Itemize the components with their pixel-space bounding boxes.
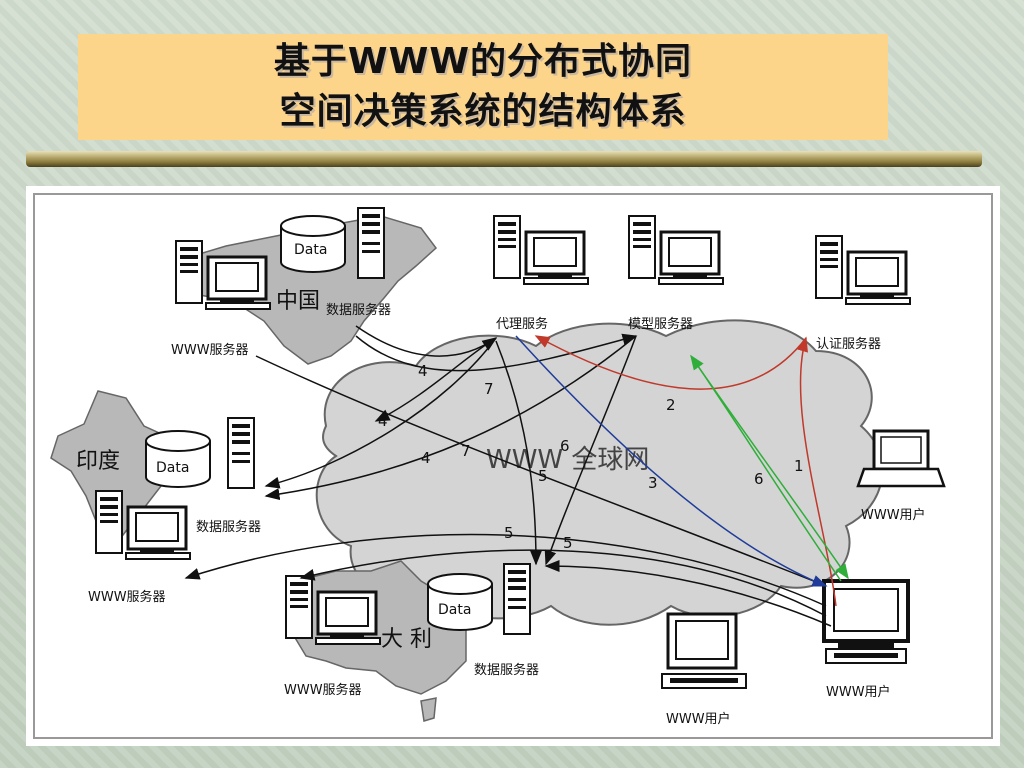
arrow-number: 5 (504, 524, 514, 542)
arrow-number: 4 (418, 362, 428, 380)
arrow-7-upper (355, 333, 638, 372)
label-www-user-laptop: WWW用户 (861, 507, 926, 523)
tasmania-landmass (420, 697, 437, 722)
arrow-number: 6 (560, 437, 570, 455)
arrow-number: 3 (648, 474, 658, 492)
data-server-australia-icon (503, 563, 531, 635)
arrow-user-to-aus-data (544, 560, 832, 627)
region-label-india: 印度 (76, 449, 120, 474)
arrow-7-lower (264, 335, 637, 501)
region-label-china: 中国 (276, 289, 320, 314)
database-label-china: Data (294, 242, 327, 258)
data-server-china-icon (357, 207, 385, 279)
arrow-number: 2 (666, 396, 676, 414)
database-india-icon (145, 430, 211, 488)
laptop-user-icon (856, 429, 946, 488)
arrow-2-auth-to-proxy (534, 335, 807, 390)
region-label-australia: 大 利 (381, 627, 432, 652)
arrow-3-proxy-to-user (515, 335, 828, 587)
arrow-china-to-proxy (355, 325, 498, 357)
bottom-user-terminal-icon (661, 612, 747, 689)
arrow-number: 4 (421, 449, 431, 467)
title-line-2: 空间决策系统的结构体系 (279, 91, 687, 132)
title-box: 基于WWW的分布式协同 空间决策系统的结构体系 (78, 34, 888, 140)
label-www-server-australia: WWW服务器 (284, 682, 362, 698)
arrow-number: 4 (378, 412, 388, 430)
label-www-server-china: WWW服务器 (171, 342, 249, 358)
label-data-server-australia: 数据服务器 (474, 662, 539, 678)
label-proxy-server: 代理服务 (496, 316, 548, 332)
label-data-server-china: 数据服务器 (326, 302, 391, 318)
data-server-india-icon (227, 417, 255, 489)
cloud-label: WWW 全球网 (486, 445, 649, 475)
label-www-user-bottom: WWW用户 (666, 711, 731, 727)
arrow-proxy-to-india-data (374, 337, 497, 422)
architecture-diagram: WWW 全球网 中国 印度 大 利 WWW服务器 Data 数据服务器 代理服务… (33, 193, 993, 739)
main-user-terminal-icon (822, 579, 910, 664)
arrow-number: 5 (563, 534, 573, 552)
arrow-5-proxy-to-aus (495, 340, 542, 566)
arrow-1-user-to-auth (796, 336, 837, 607)
arrow-number: 1 (794, 457, 804, 475)
arrow-6-model-to-user (690, 355, 849, 580)
label-www-server-india: WWW服务器 (88, 589, 166, 605)
database-label-australia: Data (438, 602, 471, 618)
arrow-user-to-india-www (184, 533, 827, 607)
arrow-user-to-aus-www (299, 549, 827, 617)
title-line-1: 基于WWW的分布式协同 (273, 41, 693, 82)
label-auth-server: 认证服务器 (816, 336, 881, 352)
label-model-server: 模型服务器 (628, 316, 693, 332)
database-label-india: Data (156, 460, 189, 476)
arrow-number: 5 (538, 467, 548, 485)
arrow-number: 7 (461, 442, 471, 460)
arrow-number: 7 (484, 380, 494, 398)
arrow-5-model-to-aus (544, 335, 637, 566)
arrow-proxy-to-india-www (264, 337, 497, 489)
title-divider-bar (26, 151, 982, 167)
arrow-number: 6 (754, 470, 764, 488)
architecture-figure: WWW 全球网 中国 印度 大 利 WWW服务器 Data 数据服务器 代理服务… (26, 186, 1000, 746)
label-data-server-india: 数据服务器 (196, 519, 261, 535)
arrow-group (184, 325, 849, 627)
arrow-number-labels: 4 7 4 7 4 6 5 3 2 6 1 5 5 (378, 362, 804, 552)
label-www-user-main: WWW用户 (826, 684, 891, 700)
